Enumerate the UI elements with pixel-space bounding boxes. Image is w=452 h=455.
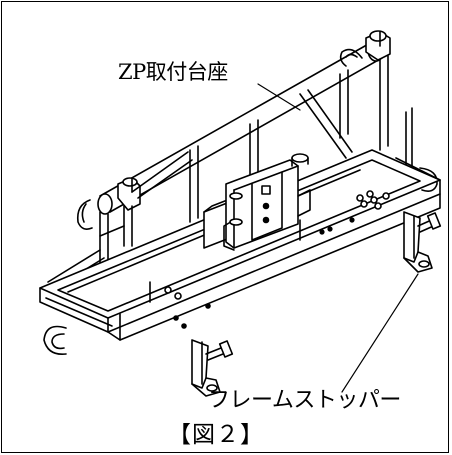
- handle-loop-front-left: [43, 325, 67, 356]
- frame-stopper-left: [191, 339, 234, 397]
- top-clamp-left: [117, 177, 141, 211]
- diagonal-braces: [131, 69, 353, 223]
- mount-base-plate: [223, 153, 311, 251]
- leader-line-mount-base: [257, 83, 301, 111]
- handle-loop-back-left: [76, 199, 93, 230]
- leader-line-stopper: [341, 273, 419, 393]
- label-mount-base: ZP取付台座: [118, 60, 228, 84]
- label-frame-stopper: フレームストッパー: [208, 388, 401, 413]
- right-end-frame: [379, 55, 413, 169]
- bolt-cluster-left: [164, 286, 211, 329]
- frame-stopper-right: [403, 211, 442, 273]
- figure-caption: 【図２】: [168, 422, 264, 448]
- rail-holes: [319, 217, 355, 235]
- bolt-cluster-right: [356, 190, 390, 210]
- top-clamp-right: [365, 30, 391, 61]
